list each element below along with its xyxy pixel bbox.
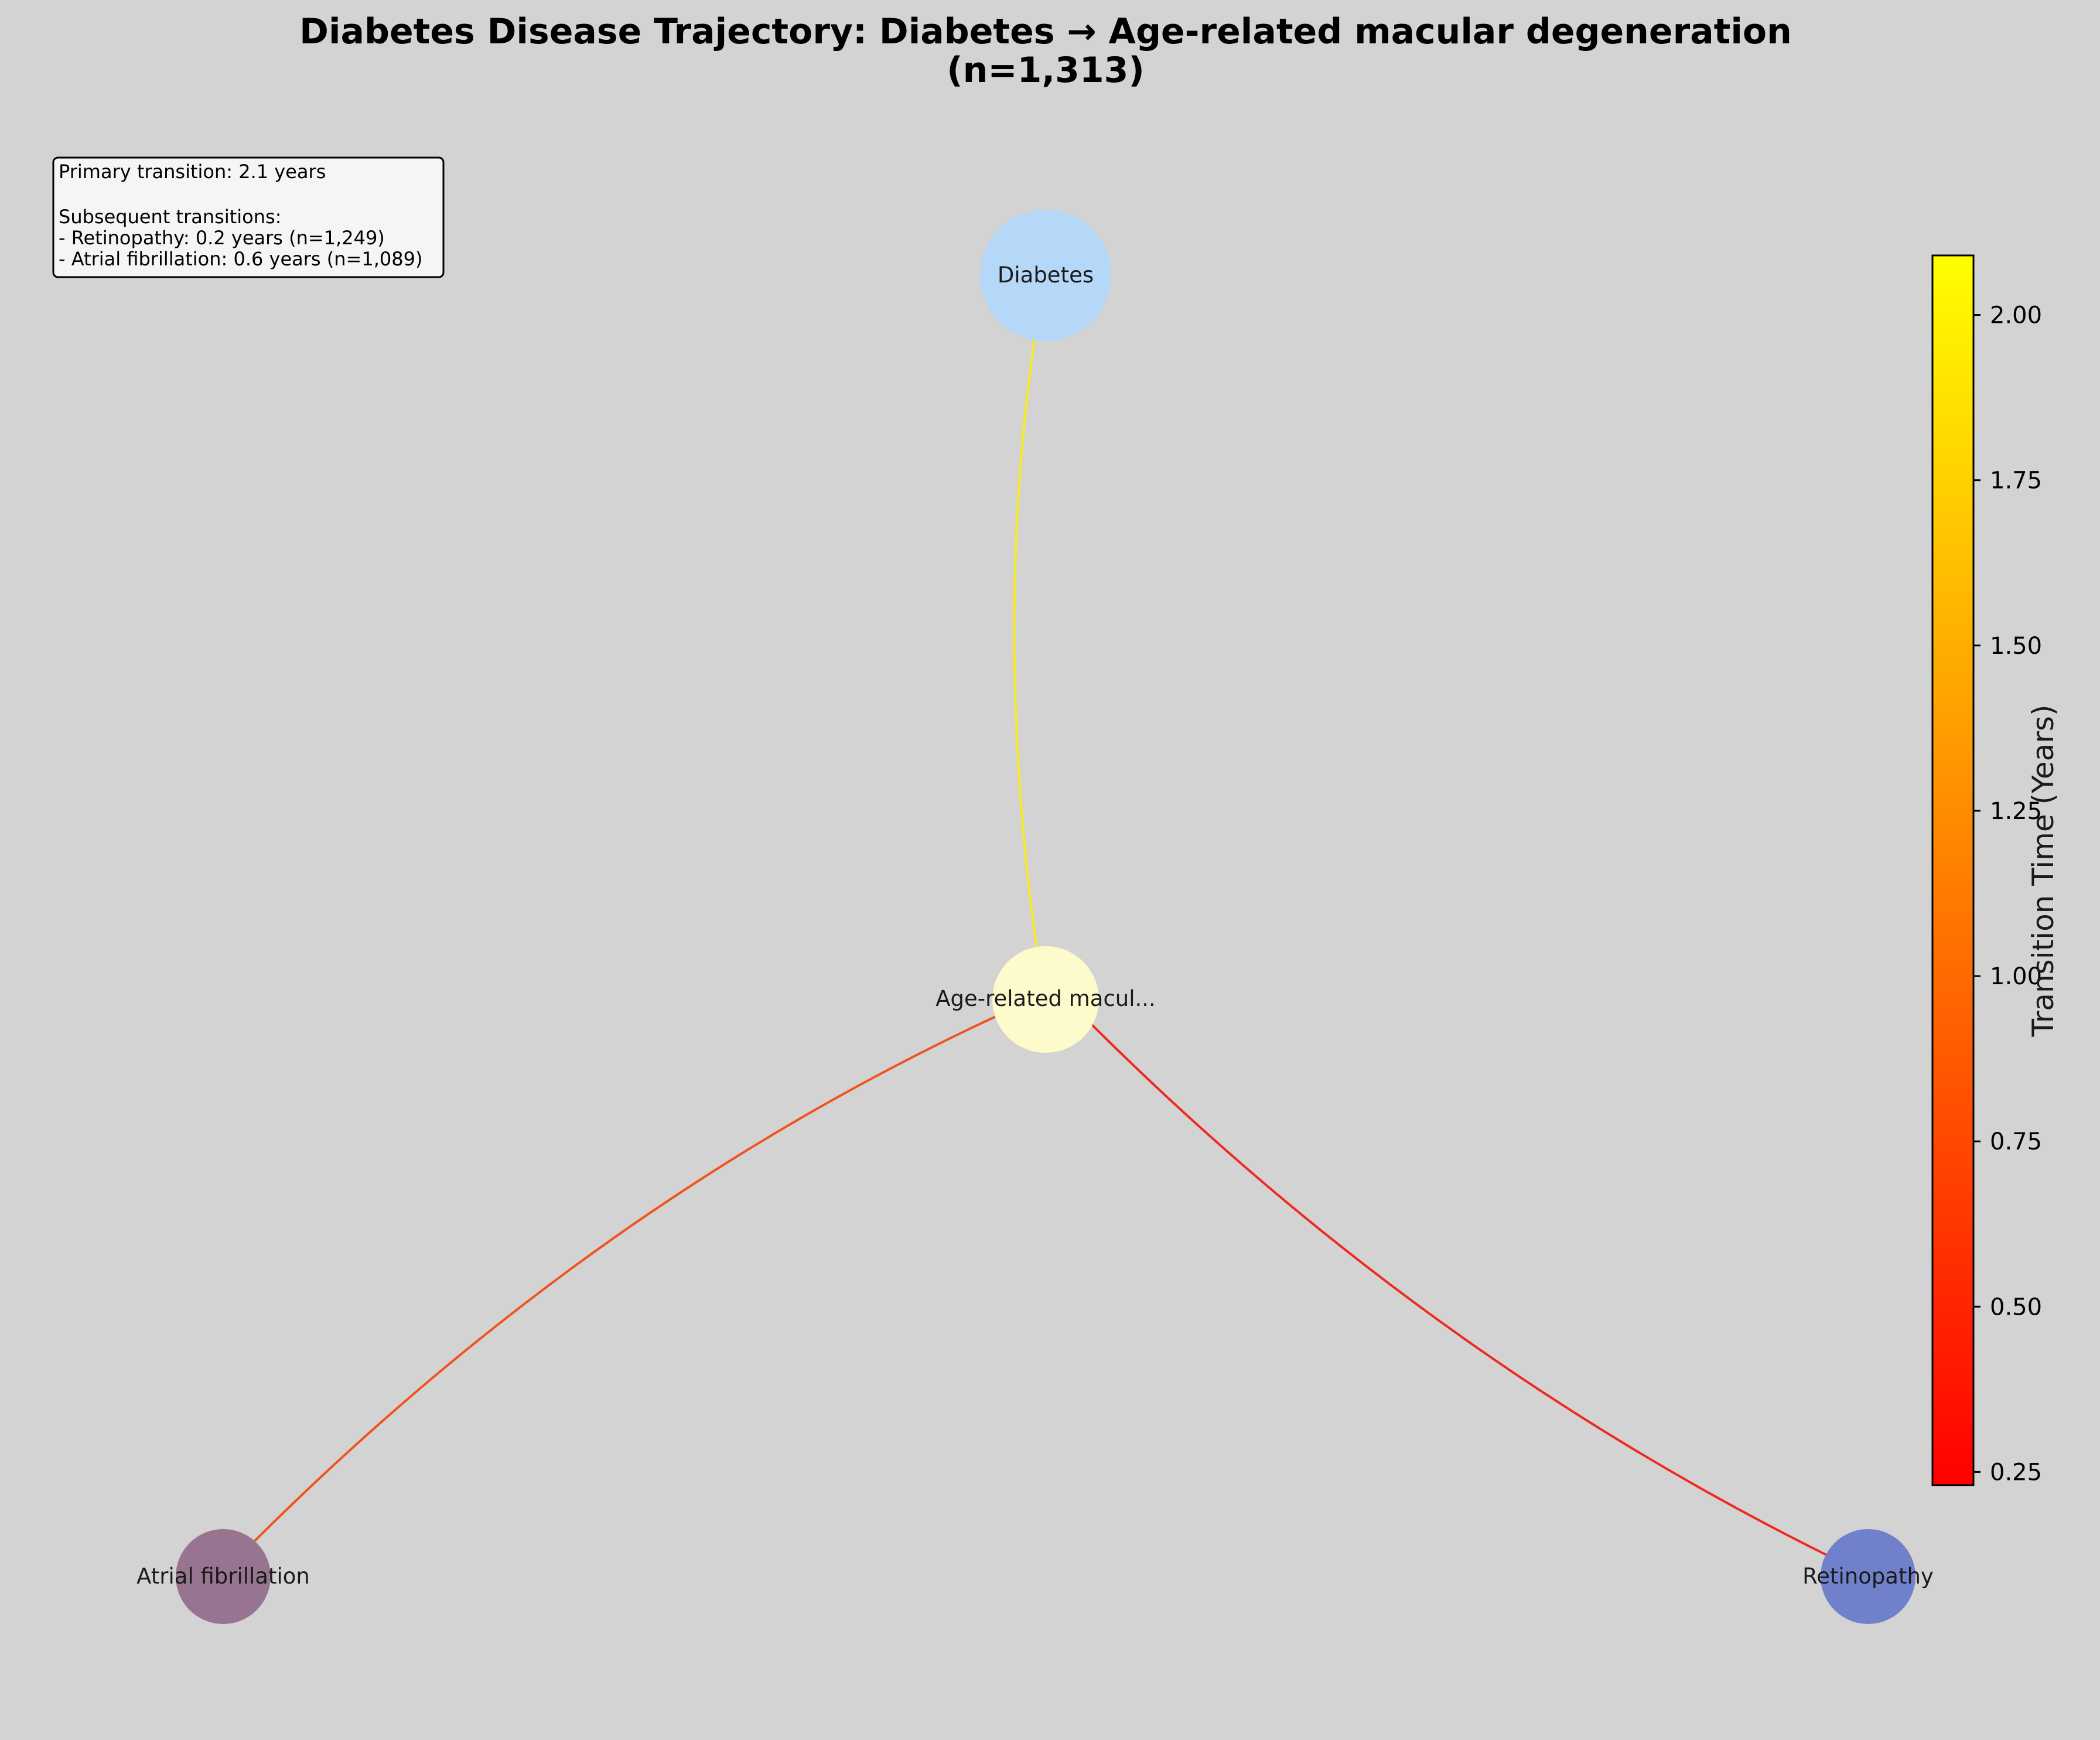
node-label-diabetes: Diabetes [998,262,1094,288]
info-subsequent-heading: Subsequent transitions: [59,206,281,228]
title-line-1: Diabetes Disease Trajectory: Diabetes → … [299,11,1792,52]
node-retinopathy[interactable] [1821,1529,1915,1624]
node-age-related-macular-degeneration[interactable] [992,946,1099,1053]
title-line-2: (n=1,313) [947,50,1145,91]
info-retinopathy-transition: - Retinopathy: 0.2 years (n=1,249) [59,227,385,249]
info-af-transition: - Atrial fibrillation: 0.6 years (n=1,08… [59,248,422,270]
colorbar-label: Transition Time (Years) [2026,705,2060,1038]
colorbar-gradient [1931,254,1975,1486]
colorbar-tick-label: 2.00 [1990,302,2042,329]
colorbar: 0.25 0.50 0.75 1.00 1.25 1.50 1.75 2.00 Transit… [1931,254,2060,1486]
node-diabetes[interactable] [980,210,1111,341]
edge-amd-to-retinopathy [1077,1009,1834,1560]
colorbar-tick-label: 0.25 [1990,1459,2042,1486]
colorbar-ticks: 0.25 0.50 0.75 1.00 1.25 1.50 1.75 2.00 [1973,302,2042,1486]
node-label-retinopathy: Retinopathy [1802,1564,1934,1589]
colorbar-tick-label: 1.50 [1990,633,2042,660]
node-atrial-fibrillation[interactable] [176,1529,271,1624]
edge-diabetes-to-amd [1013,338,1038,950]
info-primary-transition: Primary transition: 2.1 years [59,161,326,183]
node-label-amd: Age-related macul... [935,986,1156,1011]
info-box: Primary transition: 2.1 years Subsequent… [52,156,445,278]
edge-amd-to-atrial-fibrillation [239,1015,996,1557]
info-box-frame [52,156,445,278]
nodes [176,210,1915,1624]
node-label-atrial-fibrillation: Atrial fibrillation [136,1564,310,1589]
colorbar-tick-label: 0.75 [1990,1128,2042,1155]
edges [239,338,1834,1560]
colorbar-tick-label: 1.00 [1990,963,2042,990]
node-labels: Diabetes Age-related macul... Atrial fib… [136,262,1934,1589]
colorbar-tick-label: 0.50 [1990,1294,2042,1321]
colorbar-tick-label: 1.25 [1990,798,2042,825]
colorbar-tick-label: 1.75 [1990,468,2042,494]
